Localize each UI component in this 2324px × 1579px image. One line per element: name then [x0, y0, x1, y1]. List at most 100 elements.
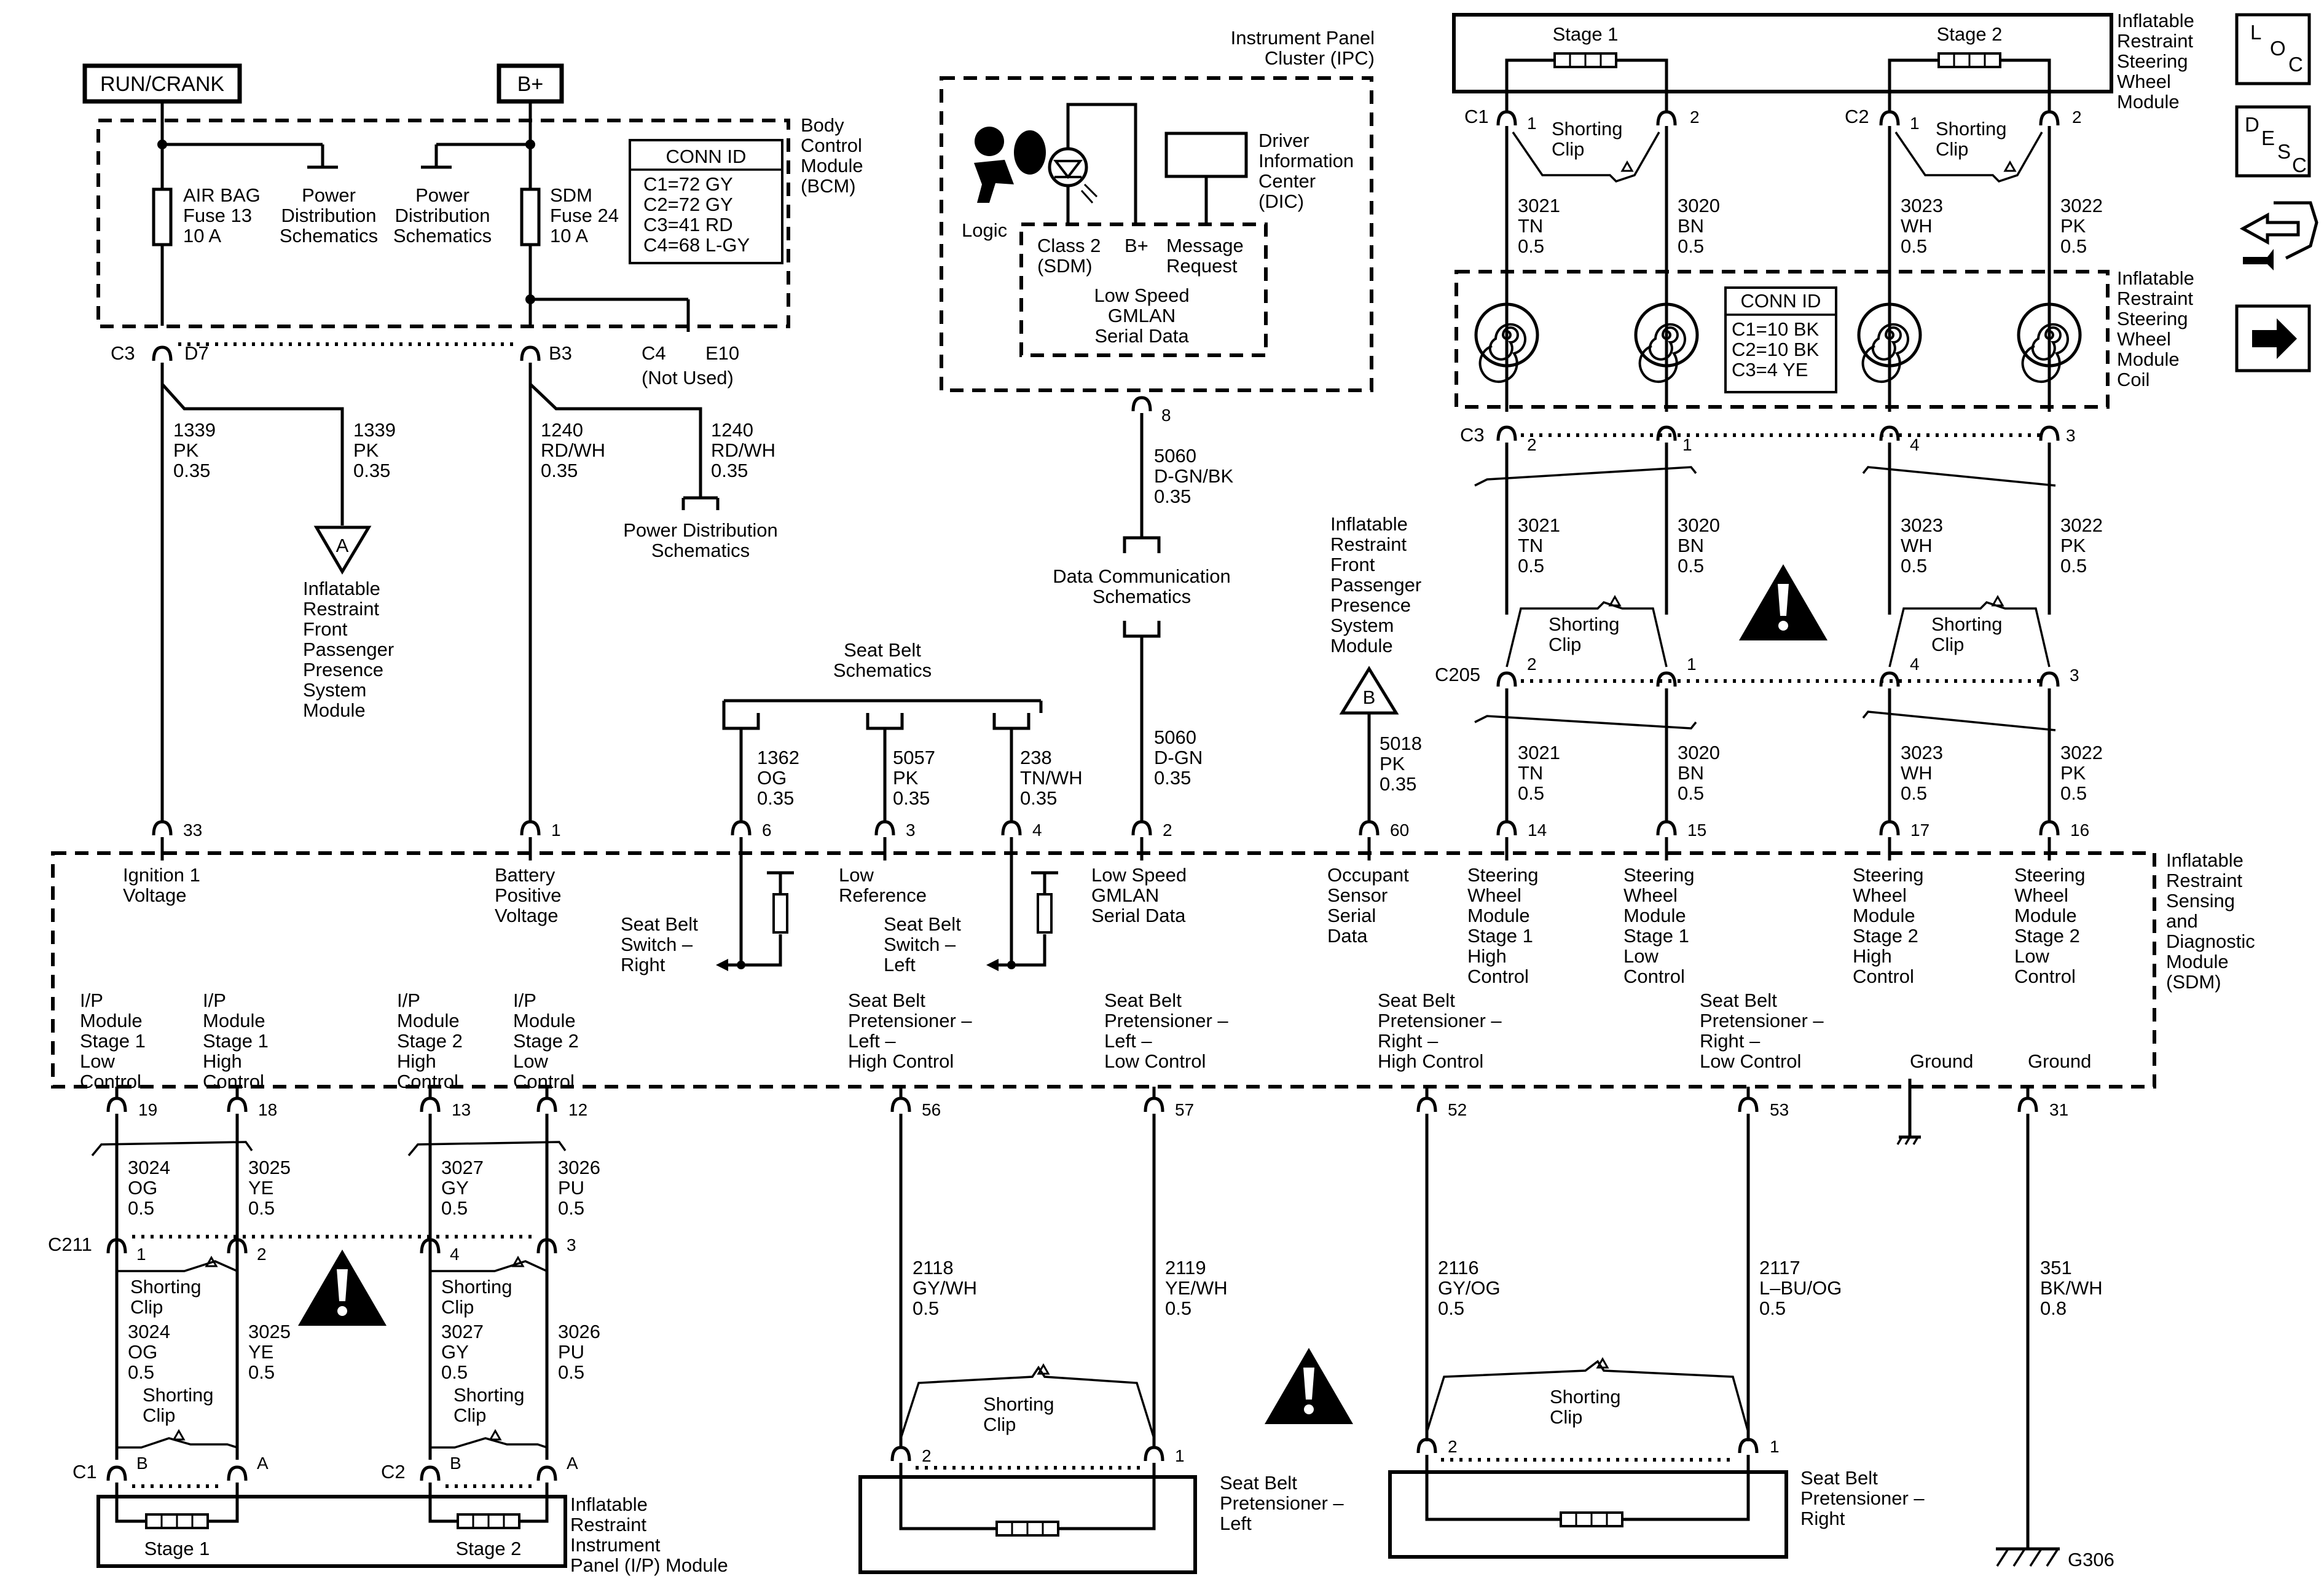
- ip-module-title: Inflatable Restraint Instrument Panel (I…: [570, 1494, 728, 1576]
- sdm-pin-19: 19: [138, 1100, 157, 1119]
- stage1-label: Stage 1: [1553, 23, 1619, 45]
- ipc-class2: Class 2 (SDM): [1037, 235, 1101, 277]
- svg-text:Left: Left: [884, 954, 916, 975]
- svg-text:Stage 2: Stage 2: [397, 1030, 463, 1052]
- svg-text:Clip: Clip: [130, 1296, 163, 1318]
- svg-text:1362: 1362: [757, 747, 799, 768]
- svg-text:Presence: Presence: [303, 659, 383, 680]
- svg-text:0.5: 0.5: [248, 1361, 275, 1383]
- svg-text:Seat Belt: Seat Belt: [884, 913, 961, 935]
- svg-text:Stage 1: Stage 1: [1467, 925, 1533, 947]
- c211-pin-4: 4: [450, 1245, 460, 1264]
- svg-text:and: and: [2166, 910, 2198, 932]
- loc-button-icon[interactable]: L O C: [2235, 13, 2311, 85]
- wire-5060b: 5060 D-GN 0.35: [1154, 726, 1203, 789]
- svg-text:Shorting: Shorting: [1931, 613, 2002, 635]
- svg-text:Schematics: Schematics: [651, 540, 750, 561]
- svg-text:Wheel: Wheel: [1853, 884, 1907, 906]
- sw-pin-1b: 1: [1910, 114, 1920, 133]
- wire-5060a: 5060 D-GN/BK 0.35: [1154, 445, 1234, 507]
- svg-text:Left –: Left –: [1104, 1030, 1152, 1052]
- pin-d7: D7: [184, 342, 209, 364]
- svg-text:3024: 3024: [128, 1321, 170, 1342]
- svg-text:Control: Control: [203, 1071, 264, 1092]
- bcm-title: Body Control Module (BCM): [801, 114, 863, 197]
- svg-text:Wheel: Wheel: [1467, 884, 1521, 906]
- svg-text:Low: Low: [513, 1050, 548, 1072]
- c205-pin-3: 3: [2070, 666, 2079, 685]
- svg-text:0.5: 0.5: [1678, 235, 1704, 257]
- svg-text:3023: 3023: [1901, 742, 1943, 763]
- stage2-label: Stage 2: [1937, 23, 2003, 45]
- svg-text:Right –: Right –: [1700, 1030, 1761, 1052]
- svg-text:Steering: Steering: [1853, 864, 1923, 886]
- sdm-pin-56: 56: [922, 1100, 941, 1119]
- wire-238: 238 TN/WH 0.35: [1020, 747, 1083, 809]
- svg-text:Steering: Steering: [2117, 50, 2188, 72]
- sdm-ground-1: Ground: [1910, 1050, 1973, 1072]
- bcm-box: [96, 119, 790, 328]
- svg-text:0.5: 0.5: [1759, 1297, 1786, 1319]
- svg-text:Restraint: Restraint: [2166, 870, 2242, 891]
- svg-text:Low: Low: [80, 1050, 115, 1072]
- svg-text:0.5: 0.5: [441, 1361, 468, 1383]
- svg-text:Control: Control: [1467, 966, 1529, 987]
- svg-text:OG: OG: [128, 1341, 157, 1363]
- wire-1240-right: 1240 RD/WH 0.35: [711, 419, 775, 481]
- svg-text:0.35: 0.35: [541, 460, 578, 481]
- svg-text:Control: Control: [2014, 966, 2076, 987]
- svg-text:Wheel: Wheel: [2014, 884, 2068, 906]
- svg-text:Seat Belt: Seat Belt: [1104, 990, 1182, 1011]
- svg-text:Instrument: Instrument: [570, 1534, 661, 1556]
- run-crank-label: RUN/CRANK: [100, 73, 224, 96]
- svg-text:0.35: 0.35: [1154, 767, 1191, 789]
- svg-text:3024: 3024: [128, 1157, 170, 1178]
- svg-text:Wheel: Wheel: [2117, 71, 2171, 92]
- wire-5018: 5018 PK 0.35: [1380, 733, 1422, 795]
- svg-text:Restraint: Restraint: [1330, 534, 1407, 555]
- svg-text:Steering: Steering: [1623, 864, 1694, 886]
- svg-text:C1=10 BK: C1=10 BK: [1732, 318, 1820, 340]
- svg-text:Pretensioner –: Pretensioner –: [1220, 1492, 1344, 1514]
- svg-text:1240: 1240: [541, 419, 583, 441]
- ipc-gmlan: Low Speed GMLAN Serial Data: [1094, 285, 1189, 347]
- bcm-c3-label: C3: [111, 342, 135, 364]
- desc-button-icon[interactable]: D E S C: [2235, 105, 2311, 178]
- svg-text:Cluster (IPC): Cluster (IPC): [1265, 47, 1375, 69]
- ip-stage2-label: Stage 2: [456, 1538, 522, 1559]
- svg-text:(SDM): (SDM): [1037, 255, 1093, 277]
- svg-text:Low Speed: Low Speed: [1091, 864, 1187, 886]
- svg-text:OG: OG: [128, 1177, 157, 1199]
- svg-text:Inflatable: Inflatable: [2117, 10, 2194, 31]
- svg-text:System: System: [303, 679, 366, 701]
- sdm-pin-12: 12: [568, 1100, 587, 1119]
- connector-end-view-icon[interactable]: [2239, 201, 2318, 270]
- svg-text:BN: BN: [1678, 762, 1704, 784]
- sdm-pin-57: 57: [1175, 1100, 1194, 1119]
- sdm-pin-4: 4: [1032, 821, 1042, 840]
- svg-text:Seat Belt: Seat Belt: [844, 639, 921, 661]
- svg-text:Control: Control: [513, 1071, 575, 1092]
- svg-text:0.35: 0.35: [353, 460, 390, 481]
- svg-text:Seat Belt: Seat Belt: [1700, 990, 1777, 1011]
- next-arrow-icon[interactable]: [2235, 304, 2311, 372]
- svg-text:Body: Body: [801, 114, 844, 136]
- ip-pin-a2: A: [567, 1454, 578, 1473]
- svg-text:0.35: 0.35: [711, 460, 748, 481]
